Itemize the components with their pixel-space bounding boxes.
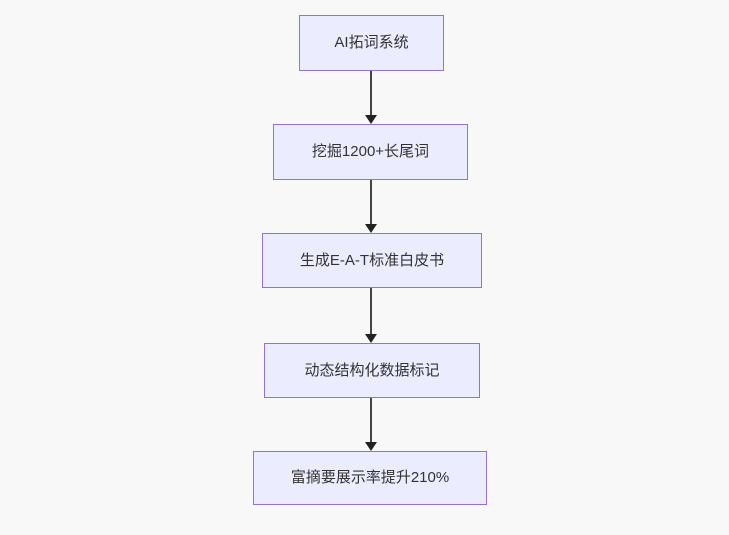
flowchart-edge-1	[365, 71, 377, 124]
flowchart-node-longtail-mining: 挖掘1200+长尾词	[273, 124, 468, 180]
flowchart-node-rich-snippet-result: 富摘要展示率提升210%	[253, 451, 487, 505]
edge-line	[370, 288, 372, 334]
flowchart-edge-4	[365, 398, 377, 451]
flowchart-node-ai-word-expansion: AI拓词系统	[299, 15, 444, 71]
arrowhead-down-icon	[365, 442, 377, 451]
node-label: 生成E-A-T标准白皮书	[299, 251, 445, 269]
flowchart-node-structured-data-markup: 动态结构化数据标记	[264, 343, 480, 398]
arrowhead-down-icon	[365, 115, 377, 124]
arrowhead-down-icon	[365, 224, 377, 233]
edge-line	[370, 398, 372, 442]
flowchart-node-eat-whitepaper: 生成E-A-T标准白皮书	[262, 233, 482, 288]
edge-line	[370, 180, 372, 224]
node-label: AI拓词系统	[334, 34, 409, 51]
node-label: 动态结构化数据标记	[304, 361, 440, 379]
flowchart-edge-3	[365, 288, 377, 343]
flowchart-edge-2	[365, 180, 377, 233]
node-label: 挖掘1200+长尾词	[311, 143, 430, 160]
edge-line	[370, 71, 372, 115]
node-label: 富摘要展示率提升210%	[290, 469, 450, 486]
arrowhead-down-icon	[365, 334, 377, 343]
